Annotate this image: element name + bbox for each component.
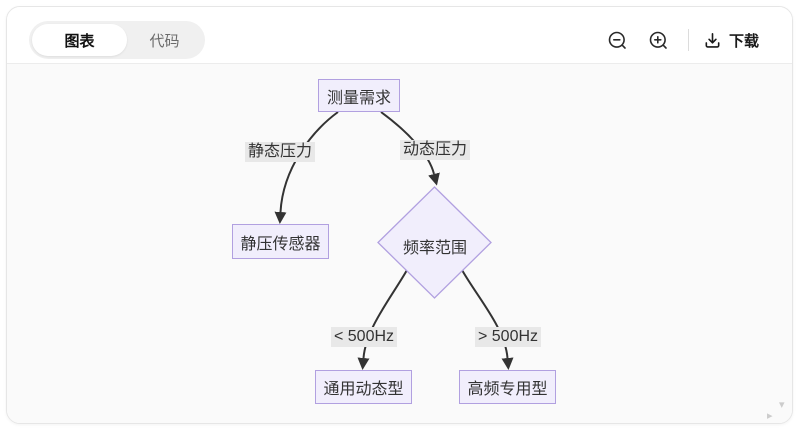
download-icon [705,32,720,48]
edge-label-lt-500hz: < 500Hz [330,327,398,347]
node-static-sensor: 静压传感器 [232,224,329,259]
corner-hint-down-icon: ▾ [779,399,785,411]
decision-node-shape [377,186,492,299]
toolbar-actions: 下载 [604,26,759,54]
node-high-frequency: 高频专用型 [459,370,556,404]
corner-hint-right-icon: ▸ [767,410,773,422]
tab-group: 图表 代码 [29,21,205,59]
edge-lt-500hz [357,269,408,370]
download-label: 下载 [728,32,759,50]
edge-label-dynamic-pressure: 动态压力 [399,140,471,160]
zoom-in-button[interactable] [645,26,673,54]
node-measurement-need: 测量需求 [318,79,400,112]
download-button[interactable]: 下载 [703,30,759,51]
edge-static-pressure [274,111,339,224]
diagram-canvas[interactable]: 测量需求 静压传感器 频率范围 通用动态型 高频专用型 静态压力 动态压力 < … [7,64,792,423]
edge-label-static-pressure: 静态压力 [244,142,316,162]
edge-gt-500hz [461,269,514,370]
edge-label-gt-500hz: > 500Hz [474,327,542,347]
node-general-dynamic: 通用动态型 [315,370,412,404]
zoom-in-icon [650,31,668,49]
chart-viewer-card: 图表 代码 [6,6,793,424]
toolbar-divider [687,29,689,51]
tab-code[interactable]: 代码 [127,24,202,56]
node-frequency-range-label: 频率范围 [402,240,467,257]
tab-chart[interactable]: 图表 [32,24,127,56]
toolbar: 图表 代码 [7,7,792,64]
zoom-out-icon [609,31,627,49]
zoom-out-button[interactable] [604,26,632,54]
